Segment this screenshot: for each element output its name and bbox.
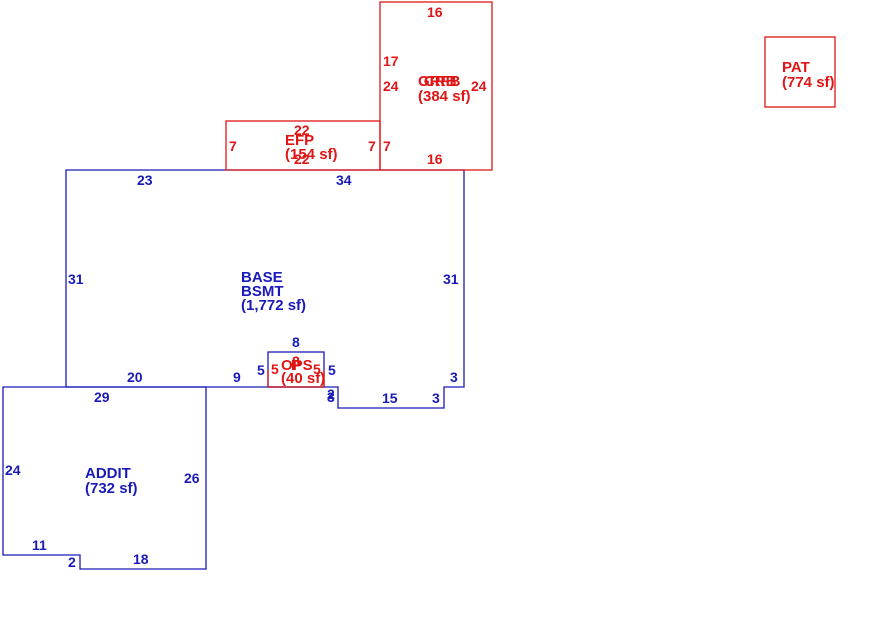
dim-base-bottom-left: 20 [127, 369, 143, 385]
dim-base-left: 31 [68, 271, 84, 287]
grfb-outline [379, 1, 493, 171]
addit-area: (732 sf) [85, 480, 138, 497]
dim-base-top-right: 34 [336, 172, 352, 188]
dim-base-notch-bottom: 15 [382, 390, 398, 406]
base-subname: BSMT [241, 283, 284, 300]
efp-name: EFP [285, 132, 314, 149]
dim-ops-inner-left: 5 [271, 361, 279, 377]
addit-outline [2, 386, 207, 570]
dim-grfb-left-upper: 17 [383, 53, 399, 69]
dim-efp-left: 7 [229, 138, 237, 154]
pat-area: (774 sf) [782, 74, 835, 91]
dim-efp-bottom: 22 [294, 151, 310, 167]
dim-addit-step: 2 [68, 554, 76, 570]
dim-ops-left: 5 [257, 362, 265, 378]
dim-base-right: 31 [443, 271, 459, 287]
dim-grfb-left: 24 [383, 78, 399, 94]
dim-grfb-bottom: 16 [427, 151, 443, 167]
dim-ops-right: 5 [328, 362, 336, 378]
dim-ops-top: 8 [292, 334, 300, 350]
dim-ops-inner-right: 5 [313, 361, 321, 377]
ops-subname: P [291, 357, 301, 374]
base-name: BASE [241, 269, 283, 286]
base-area: (1,772 sf) [241, 297, 306, 314]
dim-addit-top: 29 [94, 389, 110, 405]
dim-grfb-right: 24 [471, 78, 487, 94]
dim-addit-bottom-left: 11 [32, 537, 47, 553]
dim-grfb-top: 16 [427, 4, 443, 20]
grfb-area: (384 sf) [418, 88, 471, 105]
dim-addit-bottom-right: 18 [133, 551, 149, 567]
dim-base-notch-right: 3 [432, 390, 440, 406]
pat-name: PAT [782, 59, 810, 76]
ops-outline-red [267, 370, 325, 388]
dim-addit-left: 24 [5, 462, 21, 478]
grfb-alt-name: CRB [424, 73, 457, 90]
dim-ops-inner-top: 8 [292, 353, 300, 369]
dim-efp-right: 7 [368, 138, 376, 154]
dim-base-top-left: 23 [137, 172, 153, 188]
pat-outline [764, 36, 836, 108]
dim-base-step-right: 3 [450, 369, 458, 385]
grfb-name: GRFB [418, 73, 461, 90]
efp-area: (154 sf) [285, 146, 338, 163]
dim-grfb-left-side: 7 [383, 138, 391, 154]
dim-efp-top: 22 [294, 122, 310, 138]
ops-area: (40 sf) [281, 370, 325, 387]
addit-name: ADDIT [85, 465, 131, 482]
dim-base-bottom-mid: 9 [233, 369, 241, 385]
dim-addit-right: 26 [184, 470, 200, 486]
dim-base-notch-left: 3 [327, 389, 335, 405]
ops-name: OPS [281, 357, 313, 374]
dim-base-notch-left-2: 2 [327, 386, 335, 402]
